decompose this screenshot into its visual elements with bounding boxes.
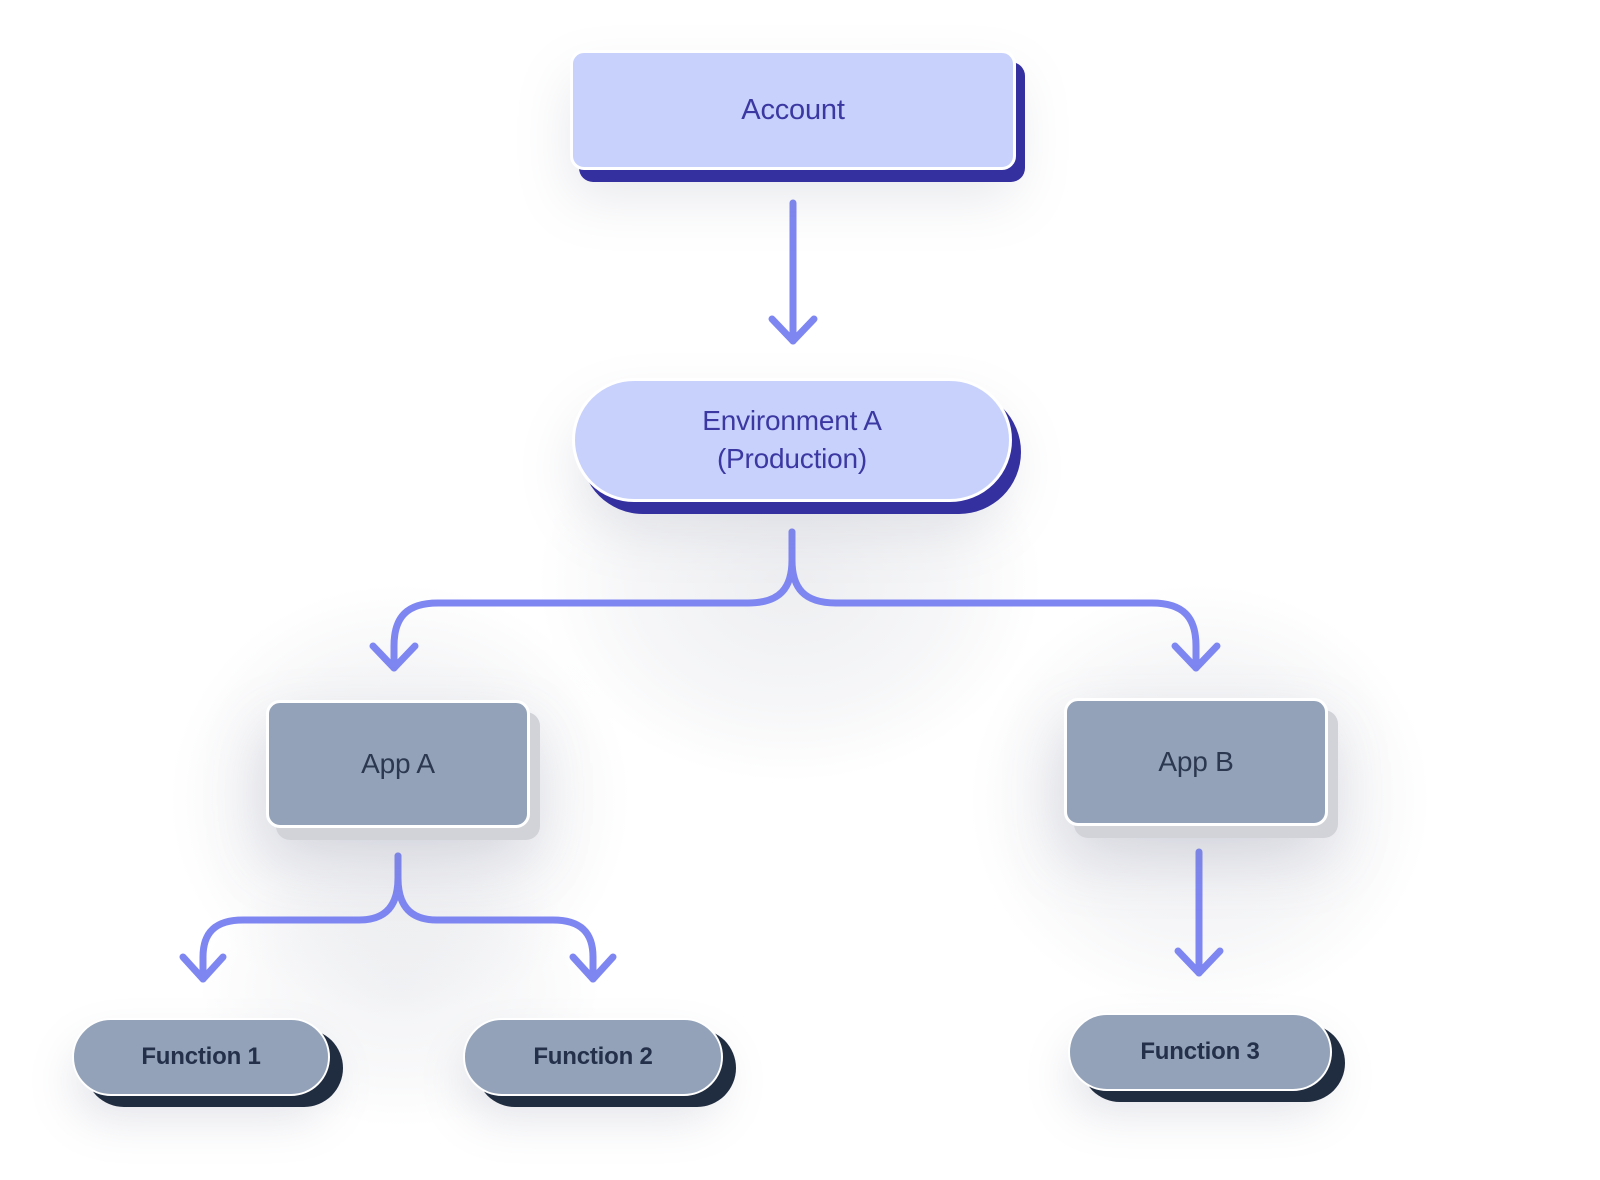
- node-function-2-label: Function 2: [533, 1043, 653, 1070]
- arrowhead-down-icon: [569, 953, 617, 983]
- node-app-a: App A: [266, 700, 530, 828]
- node-app-a-label: App A: [361, 748, 435, 779]
- arrowhead-down-icon: [768, 315, 818, 345]
- environment-label-line1: Environment A: [702, 405, 882, 436]
- node-function-1: Function 1: [72, 1018, 330, 1096]
- edge-line: [390, 528, 796, 672]
- edge-app-a-to-function-1: [179, 852, 402, 983]
- arrowhead-down-icon: [1171, 642, 1221, 672]
- edge-environment-to-app-b: [788, 528, 1221, 672]
- node-function-2: Function 2: [463, 1018, 723, 1096]
- arrowhead-down-icon: [179, 953, 227, 983]
- node-app-b: App B: [1064, 698, 1328, 826]
- connector-arrows: [179, 199, 1224, 983]
- edge-line: [394, 852, 597, 983]
- edge-app-b-to-function-3: [1174, 848, 1224, 977]
- environment-label-line2: (Production): [716, 443, 868, 474]
- edge-account-to-environment: [768, 199, 818, 345]
- node-environment-a: Environment A (Production): [572, 378, 1012, 502]
- arrowhead-down-icon: [369, 642, 419, 672]
- edge-environment-to-app-a: [369, 528, 796, 672]
- arrowhead-down-icon: [1174, 947, 1224, 977]
- node-function-1-label: Function 1: [141, 1043, 261, 1070]
- node-function-3-label: Function 3: [1140, 1038, 1260, 1065]
- node-account-label: Account: [741, 93, 845, 126]
- node-environment-a-label: Environment A (Production): [702, 402, 882, 478]
- node-account: Account: [570, 50, 1016, 170]
- node-function-3: Function 3: [1068, 1013, 1332, 1091]
- diagram-canvas: Account Environment A (Production) App A…: [72, 50, 1520, 1180]
- edge-line: [199, 852, 402, 983]
- edge-app-a-to-function-2: [394, 852, 617, 983]
- node-app-b-label: App B: [1158, 746, 1234, 777]
- edge-line: [788, 528, 1200, 672]
